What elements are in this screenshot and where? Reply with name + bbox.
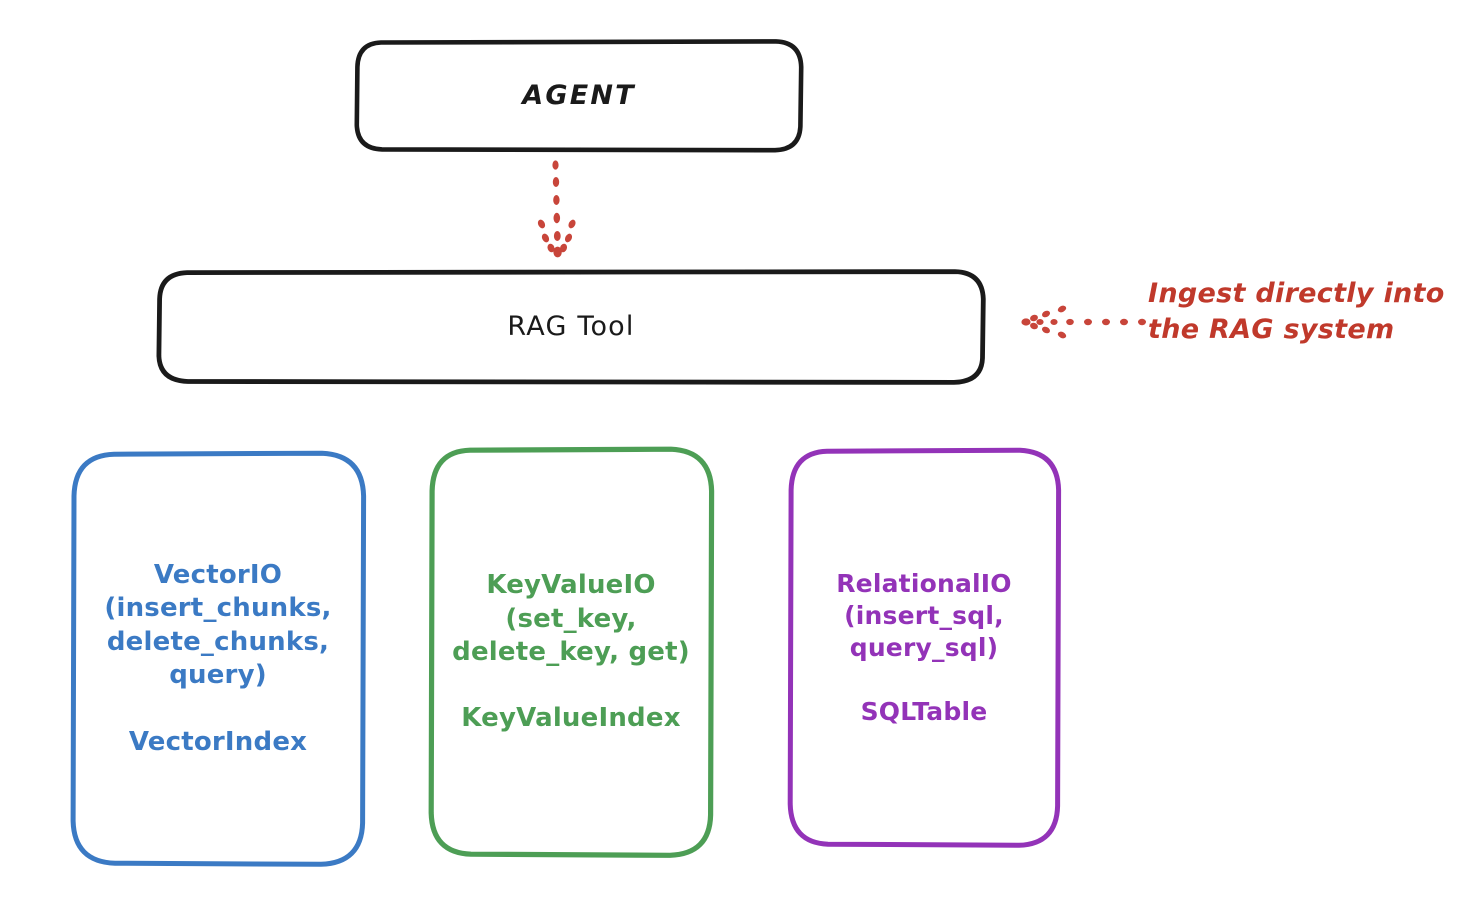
rag-tool-box-outline	[156, 269, 986, 385]
node-agent-label: AGENT	[522, 79, 636, 111]
relational-io-box-outline	[787, 447, 1062, 848]
annotation-ingest-note: Ingest directly into the RAG system	[1148, 278, 1445, 345]
node-rag-tool[interactable]: RAG Tool	[156, 269, 986, 385]
node-agent[interactable]: AGENT	[354, 39, 804, 153]
vector-io-box-outline	[70, 450, 367, 867]
node-relational-io[interactable]: RelationalIO (insert_sql, query_sql) SQL…	[787, 447, 1062, 848]
node-rag-tool-label: RAG Tool	[507, 310, 635, 342]
connector-ingest-pointer	[1021, 305, 1146, 339]
node-key-value-io[interactable]: KeyValueIO (set_key, delete_key, get) Ke…	[428, 446, 715, 858]
node-vector-io[interactable]: VectorIO (insert_chunks, delete_chunks, …	[70, 450, 367, 867]
node-relational-io-label: RelationalIO (insert_sql, query_sql) SQL…	[836, 569, 1012, 726]
node-vector-io-label: VectorIO (insert_chunks, delete_chunks, …	[104, 560, 332, 757]
node-key-value-io-label: KeyValueIO (set_key, delete_key, get) Ke…	[452, 570, 690, 734]
connector-agent-to-rag-tool	[537, 160, 576, 258]
key-value-io-box-outline	[428, 446, 715, 858]
agent-box-outline	[354, 39, 804, 153]
